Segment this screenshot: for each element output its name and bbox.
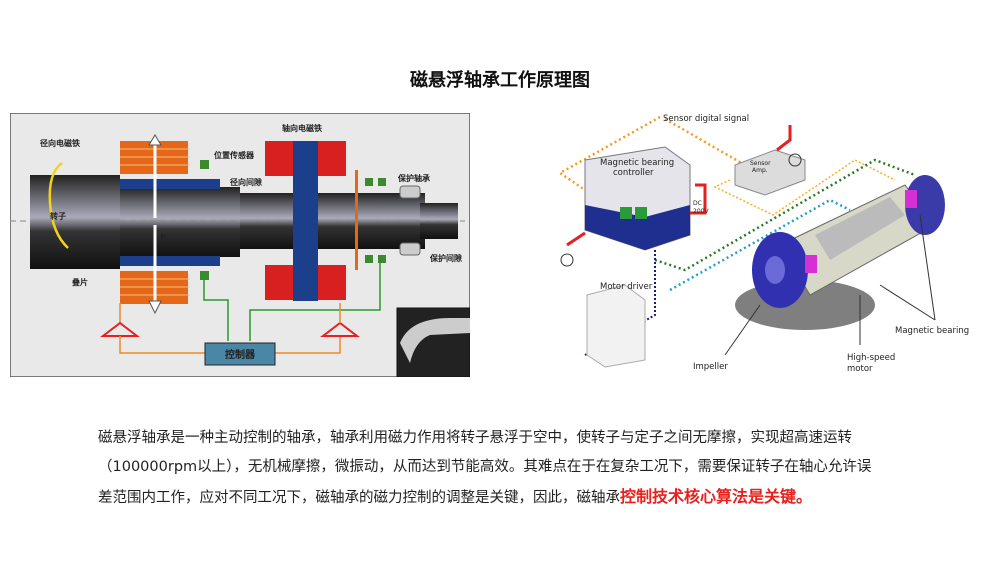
label-sensor-amp-2: Amp. (752, 167, 768, 174)
magnetic-bearing-controller (566, 146, 707, 251)
motor-driver-box (586, 284, 646, 368)
protective-bearing-icon (399, 185, 421, 199)
label-controller: 控制器 (225, 348, 256, 361)
rotor-large (30, 175, 120, 269)
label-position-sensor: 位置传感器 (214, 150, 255, 160)
label-magnetic-bearing: Magnetic bearing (895, 326, 969, 336)
label-dc-voltage: 200V (693, 208, 709, 215)
high-speed-machine (735, 175, 945, 330)
label-protective-bearing: 保护轴承 (397, 173, 430, 183)
label-high-speed-motor: High-speed (847, 353, 895, 363)
ac-source-icon (560, 253, 574, 267)
label-laminations: 叠片 (72, 277, 88, 287)
label-radial-magnet: 径向电磁铁 (40, 138, 80, 148)
label-force: F (160, 232, 166, 242)
description-line-3: 差范围内工作，应对不同工况下，磁轴承的磁力控制的调整是关键，因此，磁轴承控制技术… (98, 482, 898, 513)
label-high-speed-motor-2: motor (847, 364, 873, 374)
thrust-disc (293, 141, 318, 301)
slide-title: 磁悬浮轴承工作原理图 (410, 70, 590, 91)
label-mb-controller-2: controller (613, 168, 654, 178)
label-dc: DC (693, 200, 702, 207)
label-sensor-amp: Sensor (750, 160, 771, 167)
label-motor-driver: Motor driver (600, 282, 653, 292)
maglev-system-illustration: Sensor digital signal Magnetic bearing c… (557, 114, 969, 374)
controller-box (204, 342, 276, 366)
description-line-1: 磁悬浮轴承是一种主动控制的轴承，轴承利用磁力作用将转子悬浮于空中，使转子与定子之… (98, 430, 852, 446)
description-highlight: 控制技术核心算法是关键。 (620, 487, 813, 506)
description-line-2: （100000rpm以上），无机械摩擦，微振动，从而达到节能高效。其难点在于在复… (98, 459, 872, 475)
label-impeller: Impeller (693, 362, 728, 372)
ac-source-icon (788, 153, 802, 167)
maglev-bearing-schematic: 控制器 径向电磁铁 位置传感器 径向间隙 轴向电磁铁 保护轴承 保护间隙 转子 … (10, 113, 470, 377)
label-sensor-signal: Sensor digital signal (663, 114, 749, 124)
label-rotor: 转子 (50, 211, 66, 221)
rotation-arrow-icon (48, 161, 69, 249)
label-radial-gap: 径向间隙 (230, 177, 262, 187)
label-mb-controller: Magnetic bearing (600, 158, 674, 168)
description-line-3-text: 差范围内工作，应对不同工况下，磁轴承的磁力控制的调整是关键，因此，磁轴承 (98, 490, 620, 506)
sensor-amp-box (734, 125, 806, 196)
label-protective-gap: 保护间隙 (429, 253, 462, 263)
label-axial-magnet: 轴向电磁铁 (282, 123, 322, 133)
description-paragraph: 磁悬浮轴承是一种主动控制的轴承，轴承利用磁力作用将转子悬浮于空中，使转子与定子之… (98, 424, 898, 513)
